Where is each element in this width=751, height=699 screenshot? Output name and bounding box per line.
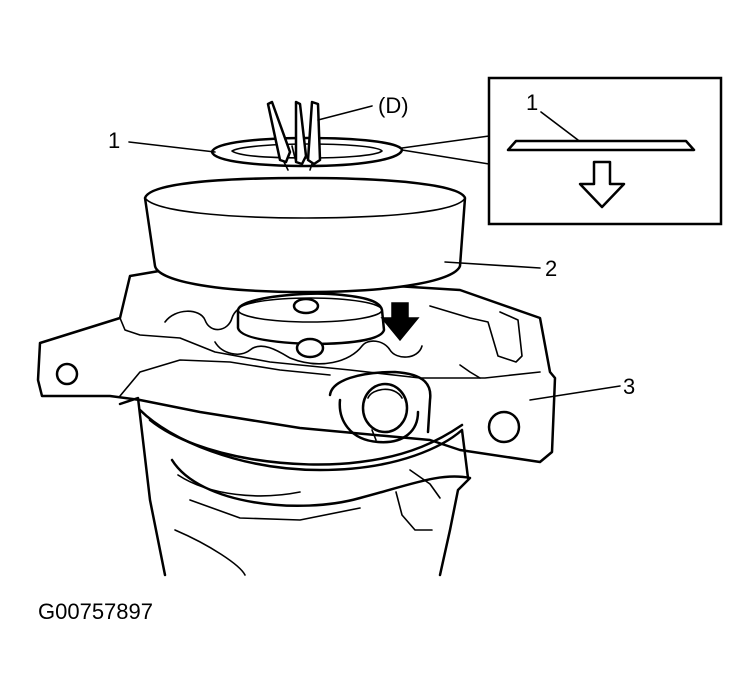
callout-part-3: 3 <box>623 374 635 399</box>
callout-part-2: 2 <box>545 256 557 281</box>
leader-part-2 <box>444 261 541 269</box>
figure-code: G00757897 <box>38 599 153 624</box>
leader-tool-d <box>317 105 373 121</box>
callout-part-1: 1 <box>108 128 120 153</box>
callout-inset-part-1: 1 <box>526 90 538 115</box>
inset-connector <box>401 135 490 165</box>
solid-down-arrow-icon <box>380 302 420 342</box>
leader-part-3 <box>529 385 621 401</box>
housing-bracket <box>36 268 557 464</box>
detail-inset <box>487 76 723 226</box>
snap-ring-part-1 <box>210 136 404 168</box>
leader-part-1 <box>128 141 216 153</box>
snap-ring-pliers <box>266 100 322 171</box>
callout-tool-d: (D) <box>378 93 409 118</box>
drum-part-2 <box>143 176 467 294</box>
hollow-down-arrow-icon <box>578 160 626 209</box>
spindle-hub <box>236 292 386 359</box>
lower-body <box>118 396 472 577</box>
